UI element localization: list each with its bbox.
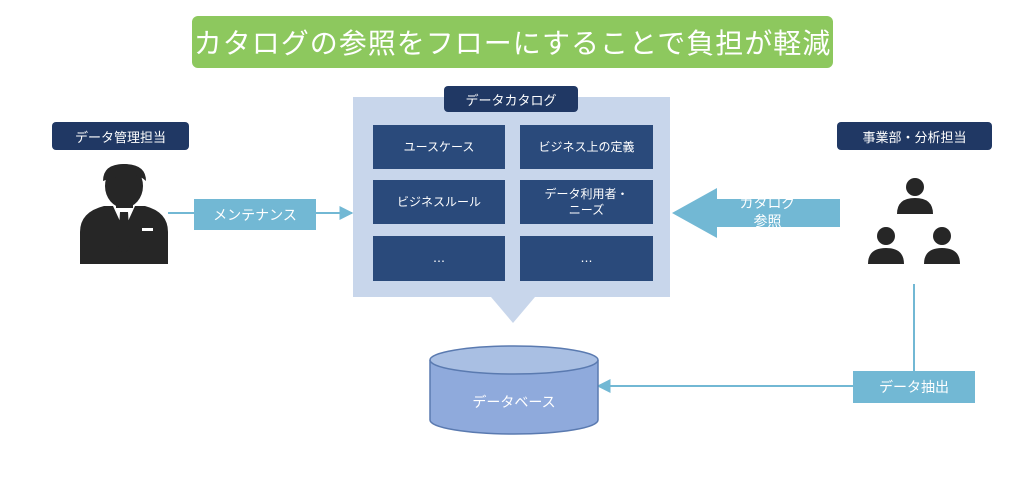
catalog-callout-pointer (491, 297, 535, 323)
catalog-reference-arrow (672, 188, 840, 238)
catalog-item-business-rule: ビジネスルール (373, 180, 505, 224)
page-title: カタログの参照をフローにすることで負担が軽減 (192, 16, 833, 68)
data-extraction-label: データ抽出 (853, 371, 975, 403)
user-group-icon (868, 178, 960, 264)
businessman-icon (80, 164, 168, 264)
data-manager-label: データ管理担当 (52, 122, 189, 150)
catalog-item-data-user-needs: データ利用者・ ニーズ (520, 180, 653, 224)
database-cylinder-icon (429, 345, 599, 435)
database-label: データベース (472, 395, 556, 411)
catalog-item-data-user-needs-line1: データ利用者・ (544, 186, 629, 201)
maintenance-label: メンテナンス (194, 199, 316, 230)
business-analyst-label: 事業部・分析担当 (837, 122, 992, 150)
catalog-reference-label-line2: 参照 (753, 214, 782, 230)
catalog-item-business-definition: ビジネス上の定義 (520, 125, 653, 169)
catalog-item-use-case: ユースケース (373, 125, 505, 169)
catalog-reference-label: カタログ 参照 (720, 190, 815, 236)
catalog-item-ellipsis-1: … (373, 236, 505, 281)
catalog-item-data-user-needs-line2: ニーズ (568, 203, 605, 217)
catalog-item-ellipsis-2: … (520, 236, 653, 281)
data-catalog-header: データカタログ (444, 86, 578, 112)
catalog-reference-label-line1: カタログ (739, 195, 796, 212)
